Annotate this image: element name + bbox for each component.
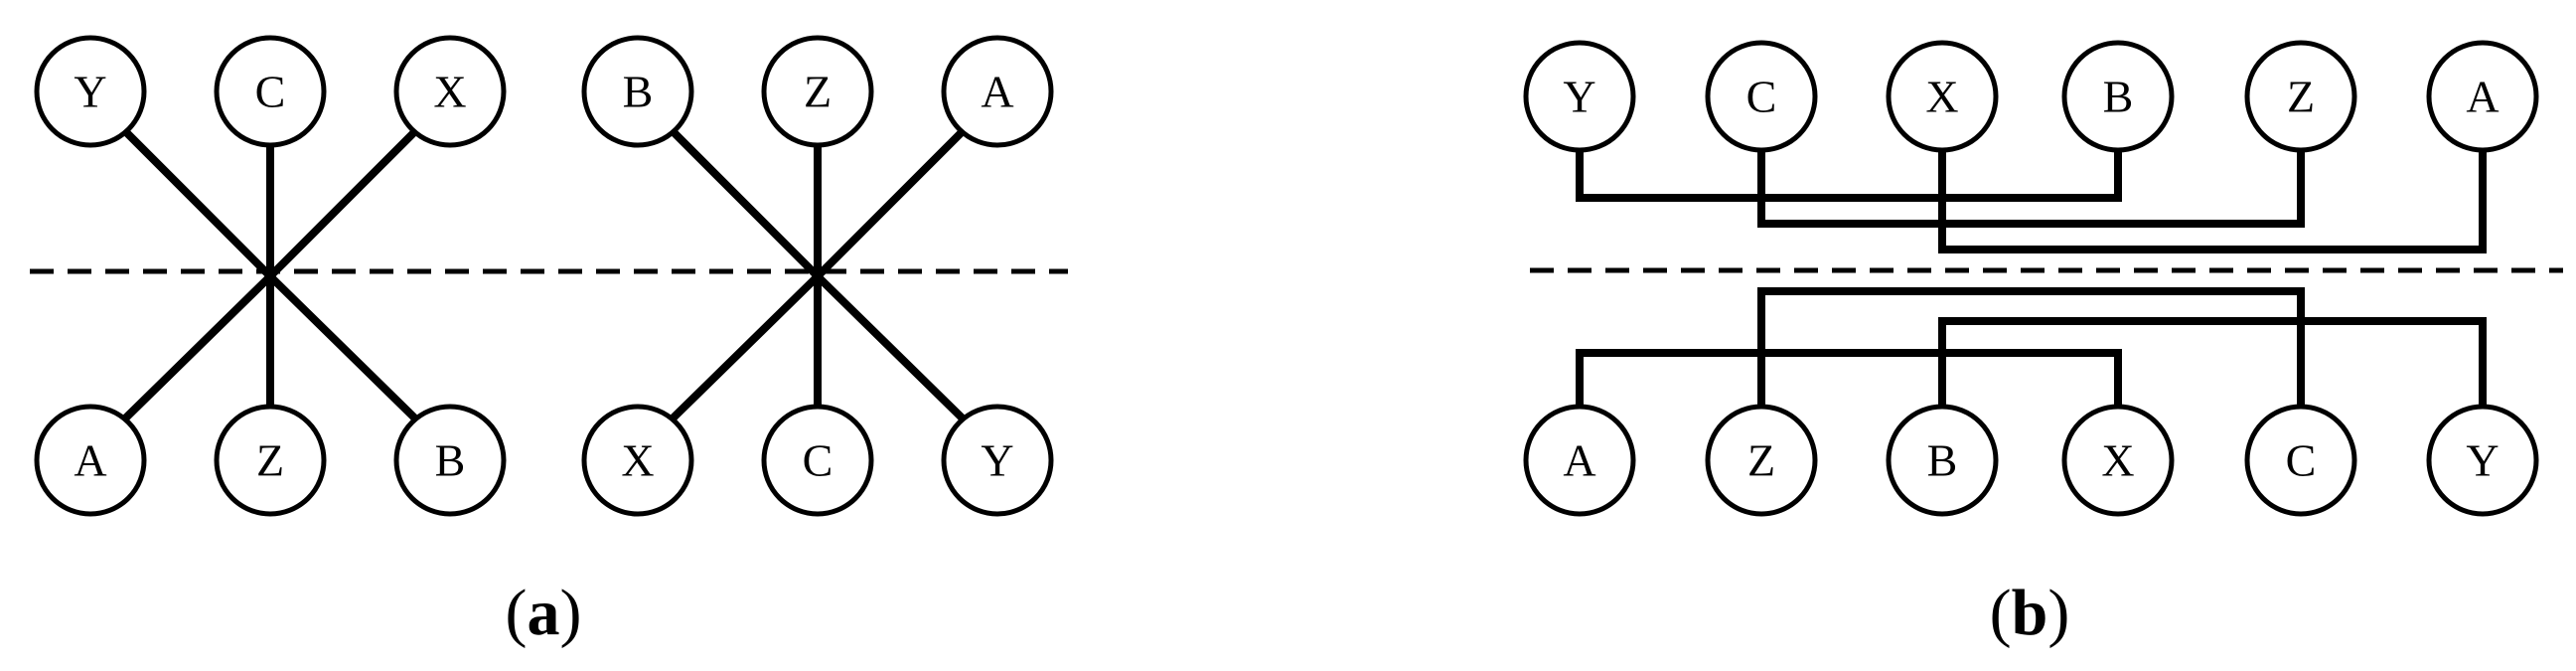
panel-b-node-bottom-2: Z — [1705, 404, 1818, 517]
panel-a-caption: (a) — [506, 577, 582, 649]
svg-text:Y: Y — [1563, 72, 1595, 122]
svg-text:X: X — [433, 67, 466, 117]
svg-text:X: X — [621, 435, 654, 486]
svg-text:C: C — [1746, 72, 1777, 122]
panel-a-node-bottom-2: Z — [214, 404, 327, 517]
svg-text:B: B — [1927, 435, 1958, 486]
svg-text:X: X — [1925, 72, 1958, 122]
svg-text:Y: Y — [74, 67, 106, 117]
svg-text:Y: Y — [981, 435, 1013, 486]
panel-b-node-top-4: B — [2061, 40, 2175, 153]
svg-text:X: X — [2101, 435, 2134, 486]
svg-text:A: A — [74, 435, 106, 486]
panel-b-caption: (b) — [1990, 577, 2070, 649]
svg-text:B: B — [2103, 72, 2134, 122]
svg-text:B: B — [623, 67, 654, 117]
panel-a-node-bottom-4: X — [581, 404, 694, 517]
panel-a-node-bottom-3: B — [393, 404, 507, 517]
panel-b-node-bottom-5: C — [2244, 404, 2357, 517]
svg-text:C: C — [255, 67, 286, 117]
panel-b-node-top-6: A — [2426, 40, 2539, 153]
panel-a-node-top-5: Z — [761, 35, 874, 148]
panel-a-node-top-3: X — [393, 35, 507, 148]
panel-b-top-connectors — [1576, 137, 2487, 253]
panel-b-node-top-1: Y — [1523, 40, 1636, 153]
panel-b-node-top-3: X — [1886, 40, 1999, 153]
svg-text:Z: Z — [256, 435, 284, 486]
panel-a-node-bottom-6: Y — [941, 404, 1054, 517]
panel-a-node-top-2: C — [214, 35, 327, 148]
panel-a: Y C X B Z A A Z — [30, 35, 1068, 649]
svg-text:Z: Z — [2287, 72, 2315, 122]
panel-b-bottom-connectors — [1576, 287, 2487, 413]
svg-text:A: A — [2466, 72, 2499, 122]
svg-text:Z: Z — [804, 67, 832, 117]
panel-a-node-bottom-5: C — [761, 404, 874, 517]
panel-a-node-top-6: A — [941, 35, 1054, 148]
panel-a-node-top-1: Y — [34, 35, 147, 148]
panel-b-node-bottom-3: B — [1886, 404, 1999, 517]
panel-a-node-top-4: B — [581, 35, 694, 148]
panel-b-node-top-5: Z — [2244, 40, 2357, 153]
panel-b-node-top-2: C — [1705, 40, 1818, 153]
panel-b-node-bottom-6: Y — [2426, 404, 2539, 517]
panel-b-node-bottom-4: X — [2061, 404, 2175, 517]
svg-text:B: B — [435, 435, 466, 486]
svg-text:C: C — [2286, 435, 2317, 486]
panel-b: Y C X B Z A A Z — [1523, 40, 2563, 649]
panel-a-connectors — [120, 126, 968, 423]
panel-a-node-bottom-1: A — [34, 404, 147, 517]
svg-text:A: A — [1563, 435, 1595, 486]
svg-text:A: A — [981, 67, 1013, 117]
panel-b-node-bottom-1: A — [1523, 404, 1636, 517]
svg-text:C: C — [803, 435, 833, 486]
svg-text:Y: Y — [2466, 435, 2499, 486]
svg-text:Z: Z — [1747, 435, 1775, 486]
